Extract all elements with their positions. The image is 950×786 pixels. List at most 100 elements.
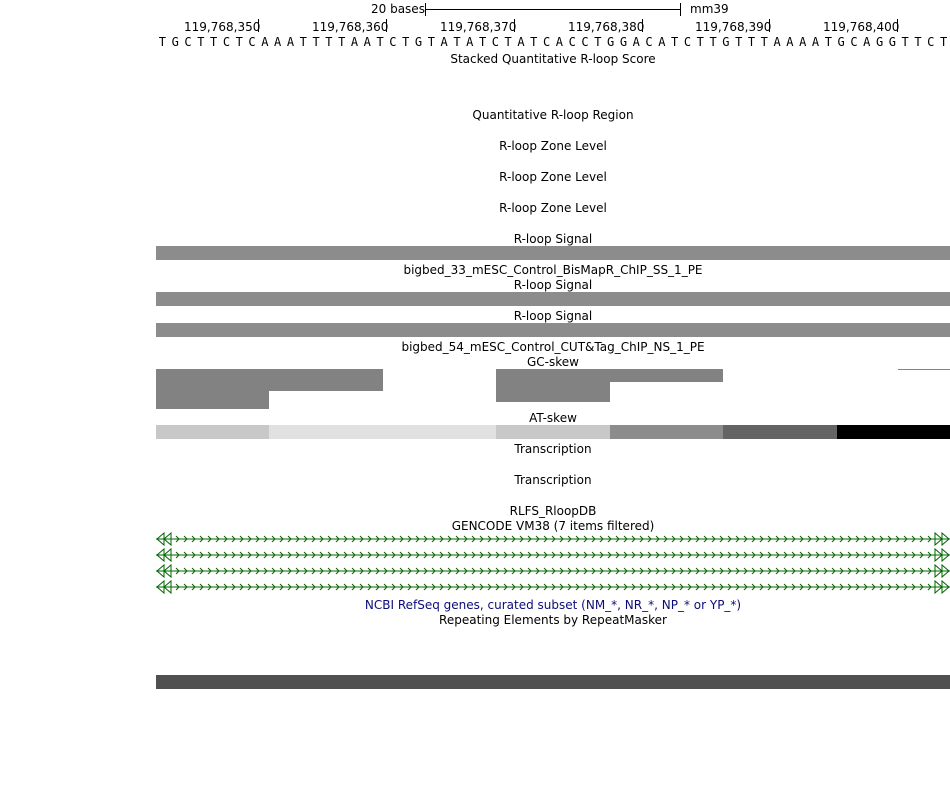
track-label-bigbed-54[interactable]: bigbed_54_mESC_Control_CUT&Tag_ChIP_NS_1… (401, 340, 705, 354)
track-label-transcription-2[interactable]: Transcription (514, 473, 592, 487)
track-label-gc-skew[interactable]: GC-skew (527, 355, 579, 369)
strand-arrow (599, 583, 604, 591)
strand-arrow (247, 583, 252, 591)
strand-arrow (463, 535, 468, 543)
strand-arrow (519, 583, 524, 591)
strand-arrow (247, 567, 252, 575)
strand-arrow (591, 551, 596, 559)
strand-arrow (175, 567, 180, 575)
track-label-transcription-1[interactable]: Transcription (514, 442, 592, 456)
strand-arrow (631, 567, 636, 575)
strand-arrow (263, 583, 268, 591)
strand-arrow (735, 535, 740, 543)
strand-arrow (591, 535, 596, 543)
strand-arrow (503, 583, 508, 591)
strand-arrow (271, 551, 276, 559)
signal-bar-1[interactable] (156, 246, 950, 260)
gencode-gene-models[interactable] (156, 532, 950, 594)
strand-arrow (191, 535, 196, 543)
dna-base: T (402, 35, 410, 49)
signal-bar-3[interactable] (156, 323, 950, 337)
dna-base: G (888, 35, 896, 49)
strand-arrow (727, 567, 732, 575)
strand-arrow (663, 535, 668, 543)
track-label-ncbi-refseq[interactable]: NCBI RefSeq genes, curated subset (NM_*,… (364, 598, 742, 612)
track-label-zone-level-3[interactable]: R-loop Zone Level (499, 201, 607, 215)
strand-arrow (647, 567, 652, 575)
strand-arrow (783, 551, 788, 559)
strand-arrow (359, 567, 364, 575)
strand-arrow (927, 535, 932, 543)
strand-arrow (559, 567, 564, 575)
at-skew-strip[interactable] (156, 425, 950, 439)
strand-arrow (639, 535, 644, 543)
strand-arrow (887, 551, 892, 559)
strand-arrow (207, 583, 212, 591)
gene-model[interactable] (156, 547, 950, 563)
dna-base: C (248, 35, 256, 49)
strand-arrow (359, 535, 364, 543)
track-label-quant-region[interactable]: Quantitative R-loop Region (472, 108, 634, 122)
strand-arrow (439, 535, 444, 543)
track-label-stacked-score[interactable]: Stacked Quantitative R-loop Score (450, 52, 656, 66)
strand-arrow (607, 583, 612, 591)
strand-arrow (279, 567, 284, 575)
strand-arrow (239, 535, 244, 543)
clipped-right-icon (934, 532, 943, 547)
coordinate-tick (386, 19, 387, 32)
track-label-signal-1[interactable]: R-loop Signal (513, 232, 593, 246)
dna-base: T (376, 35, 384, 49)
track-label-gencode[interactable]: GENCODE VM38 (7 items filtered) (451, 519, 655, 533)
strand-arrow (303, 567, 308, 575)
strand-arrow (527, 535, 532, 543)
strand-arrow (407, 551, 412, 559)
dna-base: T (427, 35, 435, 49)
dna-base: T (235, 35, 243, 49)
gene-model[interactable] (156, 579, 950, 594)
strand-arrow (831, 535, 836, 543)
clipped-left-icon (163, 563, 172, 579)
strand-arrow (455, 551, 460, 559)
strand-arrow (391, 535, 396, 543)
clipped-left-icon (163, 532, 172, 547)
track-label-signal-3[interactable]: R-loop Signal (513, 309, 593, 323)
track-label-signal-2[interactable]: R-loop Signal (513, 278, 593, 292)
strand-arrow (511, 535, 516, 543)
strand-arrow (679, 535, 684, 543)
repeat-element-bar[interactable] (156, 675, 950, 689)
track-label-zone-level-1[interactable]: R-loop Zone Level (499, 139, 607, 153)
strand-arrow (863, 583, 868, 591)
strand-arrow (335, 535, 340, 543)
strand-arrow (431, 551, 436, 559)
strand-arrow (231, 567, 236, 575)
track-label-zone-level-2[interactable]: R-loop Zone Level (499, 170, 607, 184)
track-label-repeatmasker[interactable]: Repeating Elements by RepeatMasker (439, 613, 667, 627)
signal-bar-2[interactable] (156, 292, 950, 306)
track-label-rlfs[interactable]: RLFS_RloopDB (509, 504, 597, 518)
gene-model[interactable] (156, 532, 950, 547)
strand-arrow (535, 583, 540, 591)
dna-base: A (274, 35, 282, 49)
strand-arrow (607, 567, 612, 575)
strand-arrow (879, 567, 884, 575)
clipped-right-icon (941, 563, 950, 579)
coordinate-label: 119,768,350 (184, 20, 261, 34)
strand-arrow (807, 583, 812, 591)
strand-arrow (711, 567, 716, 575)
track-label-bigbed-33[interactable]: bigbed_33_mESC_Control_BisMapR_ChIP_SS_1… (403, 263, 703, 277)
track-label-at-skew[interactable]: AT-skew (529, 411, 577, 425)
strand-arrow (479, 535, 484, 543)
strand-arrow (583, 567, 588, 575)
strand-arrow (719, 535, 724, 543)
gc-skew-baseline (898, 369, 950, 370)
gene-model[interactable] (156, 563, 950, 579)
strand-arrow (735, 567, 740, 575)
strand-arrow (263, 535, 268, 543)
dna-base: T (671, 35, 679, 49)
strand-arrow (871, 551, 876, 559)
gc-skew-graph[interactable] (156, 369, 950, 409)
dna-base: T (453, 35, 461, 49)
strand-arrow (215, 583, 220, 591)
strand-arrow (407, 535, 412, 543)
strand-arrow (791, 567, 796, 575)
